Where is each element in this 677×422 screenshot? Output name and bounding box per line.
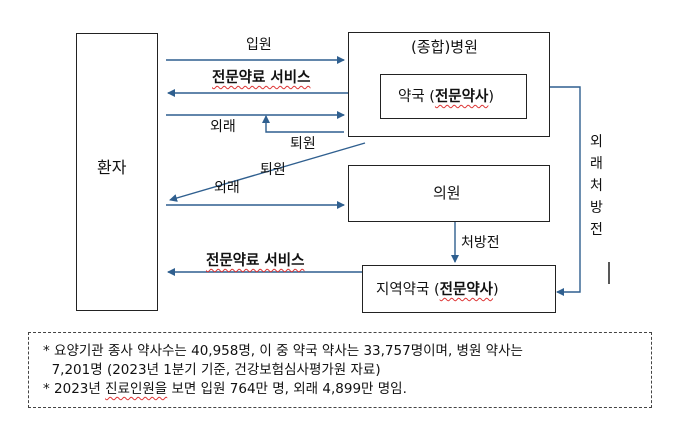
hospital-pharmacy-box: 약국 (전문약사) [380,74,527,119]
footnote-line-3-suffix: 보면 입원 764만 명, 외래 4,899만 명임. [167,381,407,397]
outpatient-prescription-char-4: 방 [590,200,603,216]
footnote-line-2-text: 7,201명 (2023년 1분기 기준, 건강보험심사평가원 자료) [43,362,381,378]
hospital-pharmacy-prefix: 약국 ( [398,89,435,105]
footnote-line-3-underlined: 진료인원을 [105,381,168,397]
discharge-arrow-1 [262,115,344,133]
outpatient-prescription-char-5: 전 [590,222,603,238]
community-pharmacy-box: 지역약국 (전문약사) [362,265,556,313]
patient-box: 환자 [76,33,158,311]
community-pharmacy-suffix: ) [493,282,499,298]
outpatient-prescription-char-2: 래 [590,156,603,172]
hospital-pharmacy-label: 약국 (전문약사) [398,90,494,105]
outpatient-prescription-char-1: 외 [590,134,603,150]
admission-label: 입원 [246,37,272,53]
community-pharmacy-prefix: 지역약국 ( [376,282,440,298]
footnote-line-1: * 요양기관 종사 약사수는 40,958명, 이 중 약국 약사는 33,75… [43,343,523,359]
footnote-line-2: 7,201명 (2023년 1분기 기준, 건강보험심사평가원 자료) [43,361,641,380]
outpatient-label-1: 외래 [210,119,236,135]
discharge-label-2: 퇴원 [260,162,286,178]
flow-diagram [166,56,610,296]
outpatient-prescription-char-3: 처 [590,178,603,194]
hospital-label: (종합)병원 [411,38,478,56]
outpatient-label-2: 외래 [214,180,240,196]
prescription-label: 처방전 [461,235,500,251]
outpatient-prescription-arrow [527,86,581,296]
discharge-label-1: 퇴원 [290,136,316,152]
community-pharmacy-label: 지역약국 (전문약사) [376,283,499,298]
clinic-label: 의원 [433,184,461,202]
community-pharmacy-bold: 전문약사 [439,282,494,298]
hospital-pharmacy-bold: 전문약사 [434,89,489,105]
patient-label: 환자 [97,158,127,177]
footnote-line-3: * 2023년 진료인원을 보면 입원 764만 명, 외래 4,899만 명임… [43,380,641,399]
discharge-arrow-2 [169,142,366,202]
specialty-service-label-1: 전문약료 서비스 [212,70,311,86]
hospital-pharmacy-suffix: ) [488,89,494,105]
specialty-service-label-2: 전문약료 서비스 [206,253,305,269]
clinic-box: 의원 [348,165,550,222]
footnote-line-3-prefix: * 2023년 [43,381,106,397]
footnote-box: * 요양기관 종사 약사수는 40,958명, 이 중 약국 약사는 33,75… [28,332,652,408]
